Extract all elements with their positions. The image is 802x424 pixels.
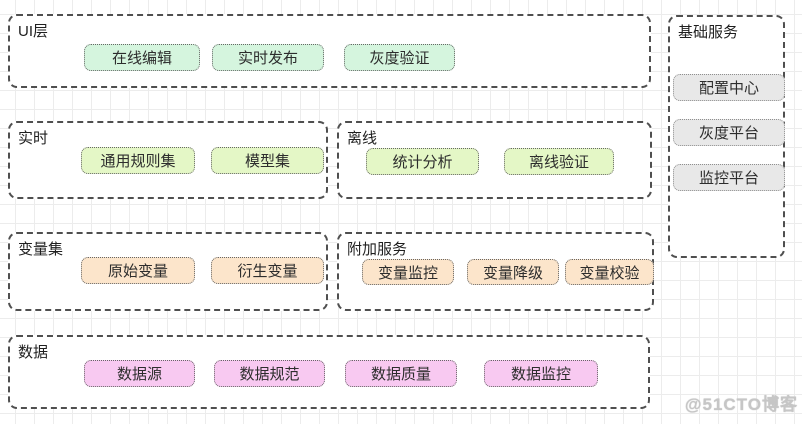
node-gray-verify: 灰度验证: [344, 44, 455, 71]
group-variable-set-title: 变量集: [18, 241, 64, 258]
group-addon-services: 附加服务 变量监控 变量降级 变量校验: [337, 232, 654, 311]
node-gray-platform: 灰度平台: [673, 119, 785, 146]
node-offline-verify: 离线验证: [504, 148, 614, 175]
group-base-services: 基础服务 配置中心 灰度平台 监控平台: [668, 15, 785, 258]
51cto-blog-watermark: @51CTO博客: [684, 395, 798, 414]
node-derived-variable: 衍生变量: [211, 257, 324, 284]
node-variable-monitor: 变量监控: [362, 259, 454, 285]
group-variable-set: 变量集 原始变量 衍生变量: [8, 232, 328, 311]
node-stat-analysis: 统计分析: [366, 148, 479, 175]
group-offline: 离线 统计分析 离线验证: [337, 121, 652, 199]
node-data-spec: 数据规范: [214, 360, 325, 387]
node-data-source: 数据源: [84, 360, 195, 387]
group-realtime-title: 实时: [18, 130, 49, 147]
node-data-monitor: 数据监控: [484, 360, 598, 387]
group-ui-layer-title: UI层: [18, 23, 49, 40]
node-realtime-publish: 实时发布: [212, 44, 324, 71]
group-offline-title: 离线: [347, 130, 378, 147]
node-config-center: 配置中心: [673, 74, 785, 101]
group-data-title: 数据: [18, 344, 49, 361]
group-ui-layer: UI层 在线编辑 实时发布 灰度验证: [8, 14, 651, 88]
node-model-set: 模型集: [211, 147, 324, 174]
group-data: 数据 数据源 数据规范 数据质量 数据监控: [8, 335, 650, 409]
group-base-services-title: 基础服务: [678, 24, 739, 41]
node-data-quality: 数据质量: [345, 360, 457, 387]
node-variable-downgrade: 变量降级: [467, 259, 559, 285]
node-online-edit: 在线编辑: [84, 44, 200, 71]
group-addon-services-title: 附加服务: [347, 241, 408, 258]
node-common-rule-set: 通用规则集: [81, 147, 195, 174]
node-monitor-platform: 监控平台: [673, 164, 785, 191]
group-realtime: 实时 通用规则集 模型集: [8, 121, 328, 199]
node-raw-variable: 原始变量: [81, 257, 195, 284]
node-variable-check: 变量校验: [565, 259, 654, 285]
